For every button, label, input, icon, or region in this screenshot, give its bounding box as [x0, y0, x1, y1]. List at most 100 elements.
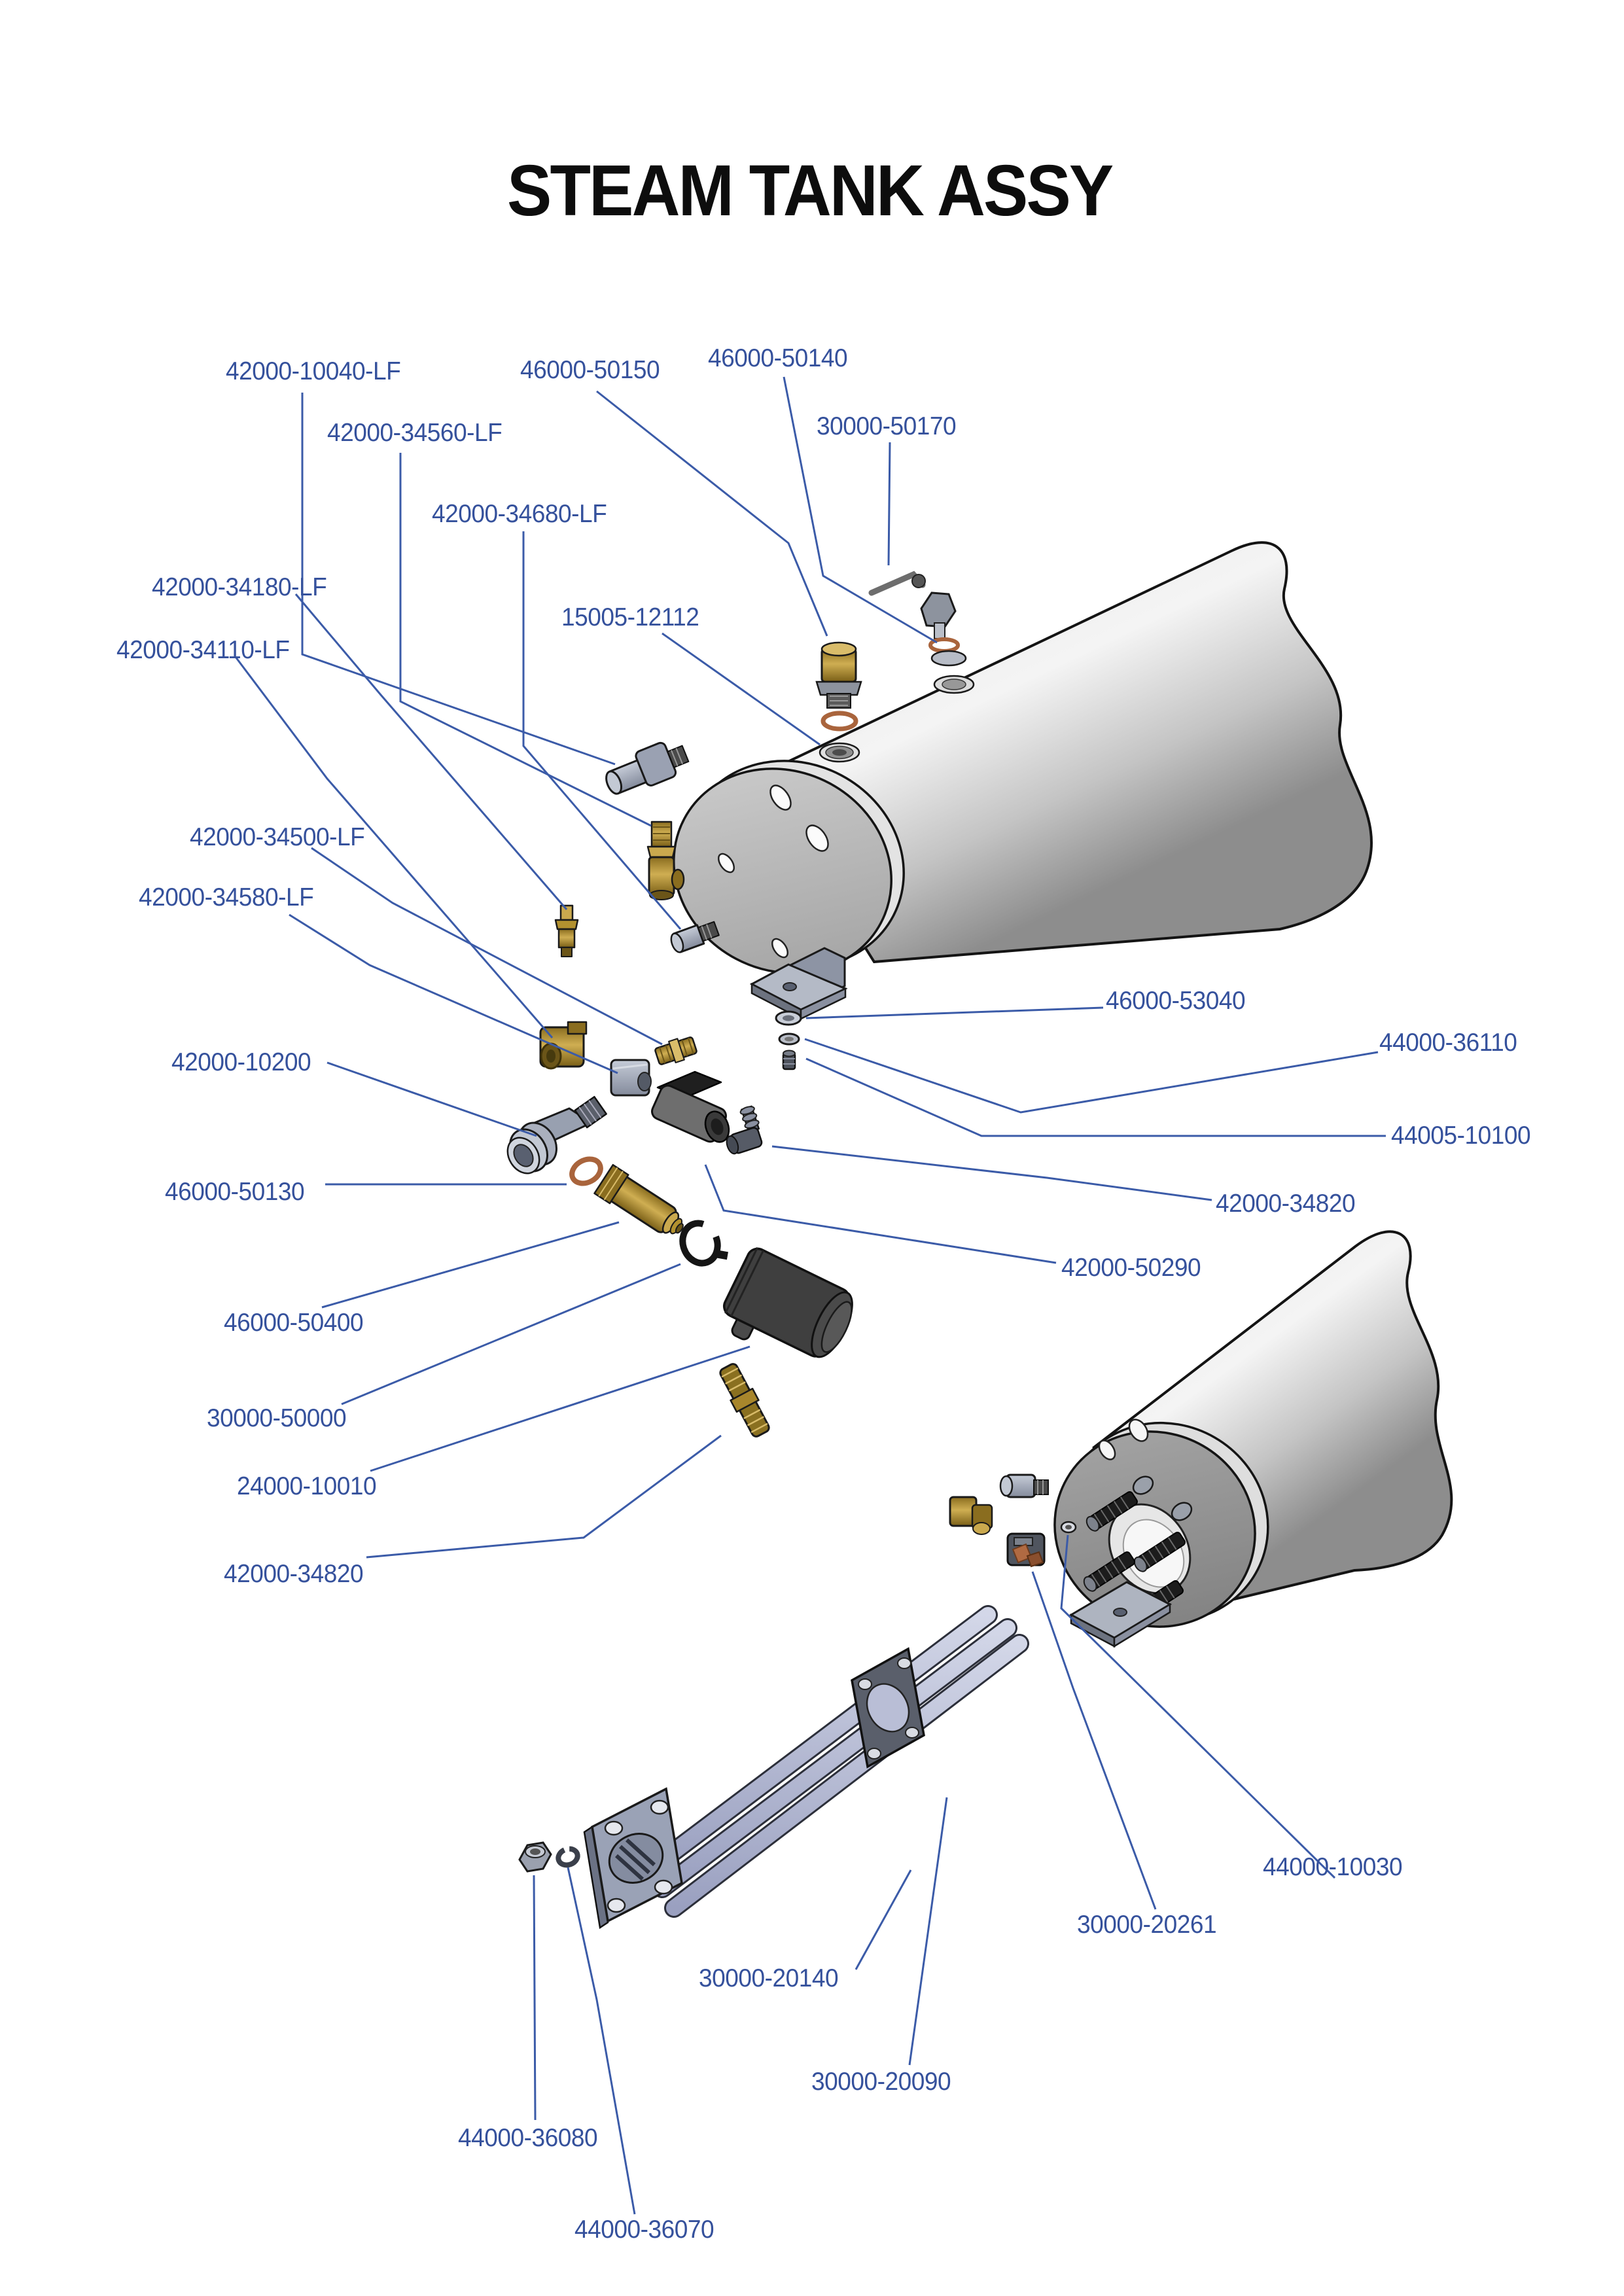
lock-washer: [556, 1846, 580, 1868]
dark-elbow-fitting: [651, 1070, 730, 1143]
leader-line: [855, 1869, 912, 1970]
part-label-42000-34820: 42000-34820: [1216, 1190, 1356, 1218]
leader-line: [805, 1006, 1104, 1019]
tank-face-port-hole: [769, 785, 792, 811]
main-tank: [673, 541, 1373, 1021]
tank2-hole: [1098, 1439, 1116, 1460]
heating-element: [518, 1605, 1029, 1930]
copper-o-ring: [569, 1156, 603, 1186]
leader-line: [887, 442, 891, 566]
main-tank-body: [756, 541, 1373, 964]
hex-nut: [518, 1841, 552, 1873]
leader-line: [908, 1797, 948, 2066]
part-label-44005-10100: 44005-10100: [1391, 1122, 1531, 1150]
elbow-fitting-steel: [605, 741, 690, 795]
steel-block-fitting: [610, 1059, 652, 1097]
leader-line: [522, 531, 682, 930]
page-title: STEAM TANK ASSY: [507, 150, 1114, 231]
part-label-44000-36070: 44000-36070: [574, 2216, 715, 2244]
fittings-cluster: [506, 741, 853, 1438]
tank2-boss: [1132, 1475, 1154, 1495]
leader-lines: [234, 376, 1386, 2215]
part-label-44000-36110: 44000-36110: [1379, 1029, 1517, 1057]
part-label-30000-50000: 30000-50000: [207, 1404, 347, 1432]
part-label-42000-34180-lf: 42000-34180-LF: [152, 573, 327, 601]
part-label-15005-12112: 15005-12112: [561, 603, 699, 631]
part-label-30000-20140: 30000-20140: [699, 1964, 839, 1992]
brass-elbow-fitting: [539, 1021, 588, 1070]
silencer-cylinder: [723, 1246, 853, 1358]
tank-face-port-hole: [771, 938, 789, 959]
rubber-ring: [679, 1220, 728, 1267]
part-label-42000-34110-lf: 42000-34110-LF: [116, 636, 290, 664]
leader-line: [301, 393, 616, 766]
brass-sensor-fitting: [815, 641, 862, 709]
part-label-46000-53040: 46000-53040: [1106, 987, 1246, 1015]
leader-line: [311, 847, 663, 1046]
leader-line: [289, 913, 618, 1074]
terminal-connector: [1006, 1532, 1046, 1568]
part-label-42000-50290: 42000-50290: [1061, 1254, 1201, 1282]
part-label-44000-36080: 44000-36080: [458, 2124, 598, 2152]
hex-adapter-fitting: [670, 921, 720, 953]
tank2-boss: [1171, 1502, 1193, 1521]
bracket-bolt-hole: [783, 982, 797, 991]
secondary-tank-bracket: [1068, 1581, 1173, 1648]
copper-gasket: [821, 711, 858, 732]
tank-top-port: [819, 742, 860, 763]
leader-line: [804, 1038, 1379, 1114]
part-label-44000-10030: 44000-10030: [1263, 1853, 1403, 1881]
brass-check-valve: [593, 1163, 684, 1235]
steel-elbow-fitting-2: [999, 1474, 1049, 1498]
leader-line: [366, 1434, 722, 1559]
part-label-46000-50400: 46000-50400: [224, 1309, 364, 1337]
tank2-hole: [1128, 1419, 1149, 1442]
element-flange-plate: [583, 1787, 683, 1930]
leader-line: [399, 453, 652, 827]
leader-line: [370, 1345, 750, 1472]
relief-valve: [868, 571, 975, 694]
part-label-30000-20090: 30000-20090: [811, 2068, 951, 2096]
part-label-42000-34500-lf: 42000-34500-LF: [190, 823, 365, 851]
leader-line: [805, 1057, 1386, 1137]
leader-line: [1060, 1534, 1336, 1879]
leader-line: [662, 632, 821, 746]
washer-stack: [775, 1010, 802, 1070]
valve-flange-washer: [930, 650, 967, 667]
secondary-tank: [949, 1230, 1453, 1648]
part-label-30000-20261: 30000-20261: [1077, 1911, 1217, 1939]
leader-line: [704, 1164, 1057, 1264]
barb-elbow-fitting: [726, 1105, 763, 1155]
main-tank-face: [673, 768, 892, 974]
tiny-washer: [1060, 1521, 1077, 1534]
leader-line: [533, 1875, 537, 2121]
leader-line: [1031, 1571, 1157, 1910]
leader-line: [327, 1061, 537, 1137]
main-tank-bracket: [749, 947, 848, 1021]
leader-line: [783, 376, 938, 644]
part-label-42000-34580-lf: 42000-34580-LF: [139, 883, 314, 911]
part-label-46000-50150: 46000-50150: [520, 356, 660, 384]
part-label-42000-34680-lf: 42000-34680-LF: [432, 500, 607, 528]
brass-elbow-fitting-2: [949, 1496, 993, 1535]
leader-line: [341, 1263, 681, 1405]
leader-line: [294, 593, 568, 910]
brass-threaded-stem: [719, 1363, 770, 1438]
brass-small-fitting: [554, 904, 579, 957]
part-label-42000-34820: 42000-34820: [224, 1560, 364, 1588]
leader-line: [771, 1145, 1212, 1201]
leader-line: [234, 656, 554, 1038]
tank2-studs: [1083, 1491, 1186, 1621]
leader-line: [321, 1221, 620, 1309]
part-label-46000-50130: 46000-50130: [165, 1178, 305, 1206]
leader-line: [567, 1867, 636, 2215]
part-label-42000-34560-lf: 42000-34560-LF: [327, 419, 503, 447]
tank-face-port-hole: [717, 853, 735, 874]
part-label-30000-50170: 30000-50170: [817, 412, 957, 440]
element-gasket-plate: [851, 1647, 925, 1769]
part-label-46000-50140: 46000-50140: [708, 344, 848, 372]
tank-face-port-hole: [805, 824, 829, 852]
brass-tee-fitting: [646, 821, 685, 900]
